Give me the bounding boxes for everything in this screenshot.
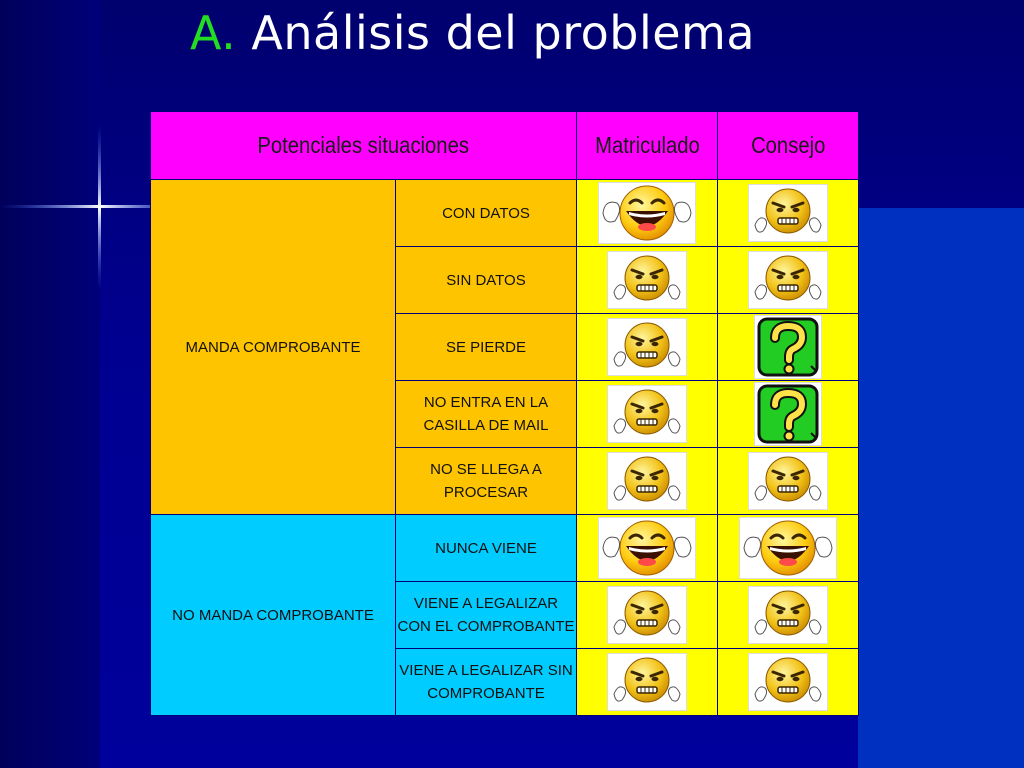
question-mark-icon — [755, 316, 821, 378]
matriculado-cell — [576, 246, 718, 314]
consejo-cell — [717, 179, 859, 247]
angry-face-icon — [749, 587, 827, 643]
table-row: NO MANDA COMPROBANTE NUNCA VIENE — [150, 514, 859, 716]
angry-face-icon — [608, 386, 686, 442]
angry-face-icon — [608, 654, 686, 710]
angry-face-icon — [608, 319, 686, 375]
laughing-face-icon — [740, 518, 836, 578]
title-letter: A. — [190, 6, 237, 60]
laughing-face-icon — [599, 183, 695, 243]
background-right-panel — [858, 208, 1024, 768]
header-situaciones: Potenciales situaciones — [150, 111, 577, 180]
table-row: NO ENTRA EN LA CASILLA DE MAIL — [151, 380, 859, 448]
consejo-cell — [717, 313, 859, 381]
analysis-table: Potenciales situaciones Matriculado Cons… — [150, 111, 859, 716]
angry-face-icon — [608, 453, 686, 509]
table-row: SE PIERDE — [151, 313, 859, 381]
matriculado-cell — [576, 179, 718, 247]
angry-face-icon — [608, 252, 686, 308]
consejo-cell — [717, 648, 859, 716]
sparkle-decoration-icon — [0, 125, 200, 290]
table-row: VIENE A LEGALIZAR SIN COMPROBANTE — [151, 648, 859, 716]
background-left-panel — [0, 0, 100, 768]
situation-cell: SE PIERDE — [395, 313, 577, 381]
situation-cell: SIN DATOS — [395, 246, 577, 314]
header-consejo: Consejo — [717, 111, 859, 180]
consejo-cell — [717, 246, 859, 314]
angry-face-icon — [749, 453, 827, 509]
angry-face-icon — [608, 587, 686, 643]
matriculado-cell — [576, 313, 718, 381]
consejo-cell — [717, 447, 859, 515]
situation-cell: NO ENTRA EN LA CASILLA DE MAIL — [395, 380, 577, 448]
situation-cell: VIENE A LEGALIZAR CON EL COMPROBANTE — [395, 581, 577, 649]
consejo-cell — [717, 581, 859, 649]
table-header-row: Potenciales situaciones Matriculado Cons… — [150, 111, 859, 180]
angry-face-icon — [749, 185, 827, 241]
laughing-face-icon — [599, 518, 695, 578]
matriculado-cell — [576, 380, 718, 448]
consejo-cell — [717, 380, 859, 448]
group-label-no-manda: NO MANDA COMPROBANTE — [150, 514, 396, 716]
situation-cell: NUNCA VIENE — [395, 514, 577, 582]
matriculado-cell — [576, 514, 718, 582]
title-text: Análisis del problema — [251, 6, 756, 60]
header-matriculado: Matriculado — [576, 111, 718, 180]
angry-face-icon — [749, 654, 827, 710]
question-mark-icon — [755, 383, 821, 445]
matriculado-cell — [576, 581, 718, 649]
situation-cell: NO SE LLEGA A PROCESAR — [395, 447, 577, 515]
matriculado-cell — [576, 648, 718, 716]
group-label-manda: MANDA COMPROBANTE — [150, 179, 396, 515]
slide-title: A. Análisis del problema — [190, 6, 755, 60]
situation-cell: VIENE A LEGALIZAR SIN COMPROBANTE — [395, 648, 577, 716]
matriculado-cell — [576, 447, 718, 515]
consejo-cell — [717, 514, 859, 582]
angry-face-icon — [749, 252, 827, 308]
situation-cell: CON DATOS — [395, 179, 577, 247]
table-row: MANDA COMPROBANTE CON DATOS — [150, 179, 859, 515]
table-row: SIN DATOS — [151, 246, 859, 314]
table-row: NO SE LLEGA A PROCESAR — [151, 447, 859, 515]
